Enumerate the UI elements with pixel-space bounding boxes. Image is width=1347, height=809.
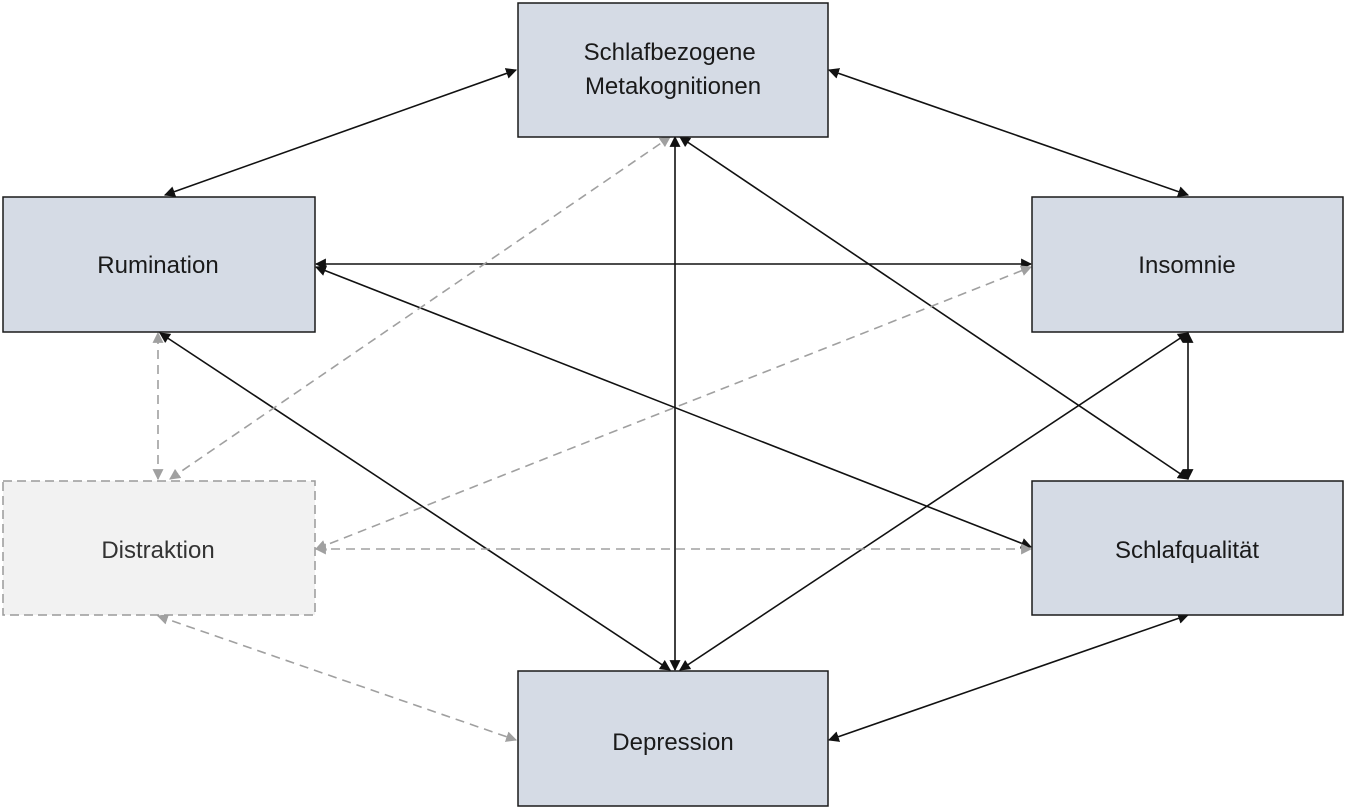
node-meta-label-line-1: Schlafbezogene: [584, 39, 756, 66]
node-rumination-box: [2, 196, 316, 333]
edge-distraktion-insomnie: [314, 265, 1033, 551]
node-insomnie-label: Insomnie: [1138, 252, 1235, 279]
node-schlafqualitaet: Schlafqualität: [1031, 480, 1344, 616]
node-depression: Depression: [517, 670, 829, 807]
edges-layer: [152, 68, 1194, 742]
node-meta-label-line-2: Metakognitionen: [585, 73, 761, 100]
node-meta: Schlafbezogene Metakognitionen: [517, 2, 829, 138]
node-schlafqualitaet-box: [1031, 480, 1344, 616]
edge-schlafqualitaet-depression: [827, 613, 1190, 742]
node-meta-label: Schlafbezogene Metakognitionen: [584, 39, 763, 100]
node-rumination-label: Rumination: [97, 252, 218, 279]
node-depression-box: [517, 670, 829, 807]
node-insomnie-box: [1031, 196, 1344, 333]
edge-meta-insomnie: [827, 68, 1190, 197]
node-distraktion: Distraktion: [2, 480, 316, 616]
node-distraktion-box: [2, 480, 316, 616]
node-meta-box: [517, 2, 829, 138]
node-distraktion-label: Distraktion: [101, 537, 214, 564]
node-rumination: Rumination: [2, 196, 316, 333]
node-schlafqualitaet-label: Schlafqualität: [1115, 537, 1259, 564]
edge-rumination-meta: [163, 68, 518, 197]
node-insomnie: Insomnie: [1031, 196, 1344, 333]
node-depression-label: Depression: [612, 729, 733, 756]
edge-distraktion-depression: [156, 614, 518, 742]
